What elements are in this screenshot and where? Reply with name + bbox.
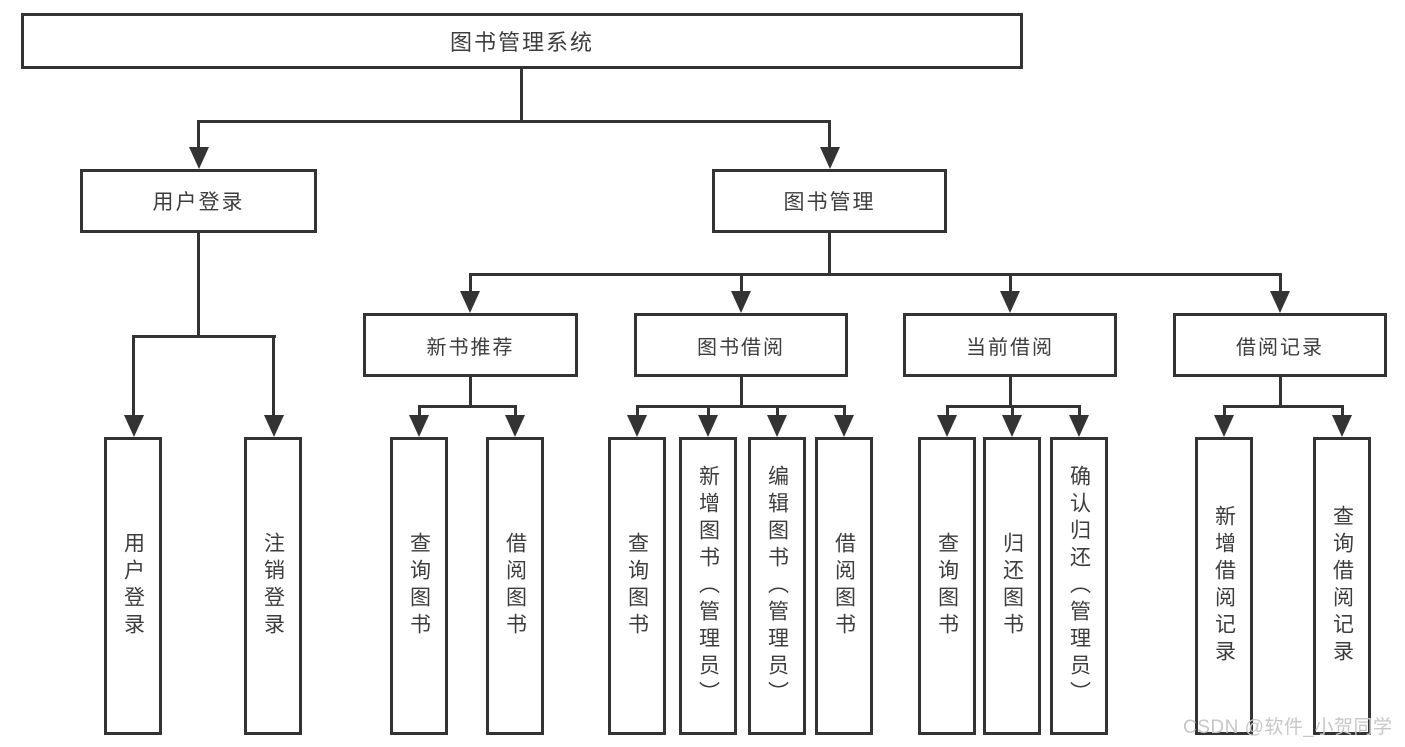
- arrowhead-userlogin: [189, 147, 209, 169]
- leaf-logout-label: 注销登录: [261, 532, 285, 640]
- edge-userlogin-leaf2-line: [272, 335, 275, 421]
- arrowhead-borrowrecord-leaf2: [1332, 415, 1352, 437]
- node-new-book-recommend-label: 新书推荐: [426, 336, 515, 359]
- edge-bookborrow-leaf2-line: [707, 405, 710, 420]
- node-root: 图书管理系统: [21, 13, 1023, 69]
- leaf-borrow-query-books-label: 查询图书: [625, 532, 649, 640]
- edge-root-userlogin-line: [197, 120, 200, 152]
- leaf-user-login-label: 用户登录: [121, 532, 145, 640]
- edge-currentborrow-stub: [1009, 377, 1012, 408]
- edge-bookborrow-bar: [636, 405, 846, 408]
- leaf-add-borrow-record: 新增借阅记录: [1195, 437, 1253, 735]
- node-book-borrow-label: 图书借阅: [697, 336, 785, 359]
- node-user-login-label: 用户登录: [152, 191, 245, 214]
- arrowhead-newbook-leaf2: [505, 415, 525, 437]
- edge-userlogin-stub: [197, 233, 200, 338]
- leaf-borrow-query-books: 查询图书: [608, 437, 666, 735]
- edge-bookborrow-leaf1-line: [636, 405, 639, 420]
- edge-newbook-leaf1-line: [418, 405, 421, 420]
- edge-currentborrow-leaf3-line: [1078, 405, 1081, 420]
- node-user-login: 用户登录: [80, 169, 317, 233]
- leaf-query-borrow-record: 查询借阅记录: [1313, 437, 1371, 735]
- arrowhead-bookmgmt: [820, 147, 840, 169]
- arrowhead-leaf-user-login: [124, 415, 144, 437]
- arrowhead-newbook-leaf1: [409, 415, 429, 437]
- arrowhead-currentborrow-leaf3: [1069, 415, 1089, 437]
- arrowhead-borrowrecord: [1270, 291, 1290, 313]
- leaf-current-query-books: 查询图书: [918, 437, 976, 735]
- arrowhead-newbook: [460, 291, 480, 313]
- edge-currentborrow-leaf1-line: [946, 405, 949, 420]
- arrowhead-bookborrow-leaf2: [698, 415, 718, 437]
- edge-root-bookmgmt-line: [828, 120, 831, 152]
- arrowhead-borrowrecord-leaf1: [1214, 415, 1234, 437]
- arrowhead-bookborrow-leaf1: [627, 415, 647, 437]
- leaf-return-books: 归还图书: [983, 437, 1041, 735]
- edge-userlogin-bar: [132, 335, 276, 338]
- node-borrow-record-label: 借阅记录: [1236, 336, 1324, 359]
- edge-borrowrecord-leaf2-line: [1341, 405, 1344, 420]
- leaf-query-borrow-record-label: 查询借阅记录: [1330, 505, 1354, 667]
- edge-newbook-stub: [469, 377, 472, 408]
- arrowhead-bookborrow-leaf3: [767, 415, 787, 437]
- leaf-edit-books-admin-label: 编辑图书（管理员）: [765, 464, 789, 708]
- leaf-add-books-admin: 新增图书（管理员）: [679, 437, 737, 735]
- node-book-management-label: 图书管理: [783, 191, 876, 214]
- leaf-borrow-borrow-books: 借阅图书: [815, 437, 873, 735]
- edge-root-bar: [197, 120, 831, 123]
- edge-userlogin-leaf1-line: [132, 335, 135, 421]
- edge-borrowrecord-bar: [1223, 405, 1344, 408]
- edge-bookborrow-stub: [740, 377, 743, 408]
- node-book-borrow: 图书借阅: [634, 313, 848, 377]
- edge-l3-newbook-line: [469, 273, 472, 295]
- edge-newbook-leaf2-line: [514, 405, 517, 420]
- edge-borrowrecord-stub: [1279, 377, 1282, 408]
- watermark-csdn: CSDN @软件_小贺同学: [1183, 717, 1393, 738]
- edge-l3-borrowrecord-line: [1279, 273, 1282, 295]
- arrowhead-currentborrow: [1000, 291, 1020, 313]
- edge-bookborrow-leaf3-line: [776, 405, 779, 420]
- arrowhead-leaf-logout: [264, 415, 284, 437]
- leaf-add-books-admin-label: 新增图书（管理员）: [696, 464, 720, 708]
- leaf-confirm-return-admin-label: 确认归还（管理员）: [1067, 464, 1091, 708]
- arrowhead-currentborrow-leaf1: [937, 415, 957, 437]
- leaf-newbook-query-books: 查询图书: [390, 437, 448, 735]
- leaf-return-books-label: 归还图书: [1000, 532, 1024, 640]
- edge-bookborrow-leaf4-line: [843, 405, 846, 420]
- leaf-confirm-return-admin: 确认归还（管理员）: [1050, 437, 1108, 735]
- node-borrow-record: 借阅记录: [1173, 313, 1387, 377]
- leaf-logout: 注销登录: [244, 437, 302, 735]
- leaf-borrow-borrow-books-label: 借阅图书: [832, 532, 856, 640]
- leaf-edit-books-admin: 编辑图书（管理员）: [748, 437, 806, 735]
- edge-bookmgmt-bar: [469, 273, 1282, 276]
- edge-bookmgmt-stub: [828, 233, 831, 276]
- leaf-add-borrow-record-label: 新增借阅记录: [1212, 505, 1236, 667]
- node-book-management: 图书管理: [712, 169, 947, 233]
- leaf-newbook-query-books-label: 查询图书: [407, 532, 431, 640]
- leaf-user-login: 用户登录: [104, 437, 162, 735]
- leaf-newbook-borrow-books: 借阅图书: [486, 437, 544, 735]
- node-current-borrow: 当前借阅: [903, 313, 1117, 377]
- edge-l3-bookborrow-line: [740, 273, 743, 295]
- edge-currentborrow-leaf2-line: [1011, 405, 1014, 420]
- node-current-borrow-label: 当前借阅: [966, 336, 1054, 359]
- edge-borrowrecord-leaf1-line: [1223, 405, 1226, 420]
- edge-l3-currentborrow-line: [1009, 273, 1012, 295]
- arrowhead-currentborrow-leaf2: [1002, 415, 1022, 437]
- leaf-newbook-borrow-books-label: 借阅图书: [503, 532, 527, 640]
- node-root-label: 图书管理系统: [449, 30, 594, 55]
- edge-root-stub: [520, 69, 523, 123]
- arrowhead-bookborrow: [731, 291, 751, 313]
- leaf-current-query-books-label: 查询图书: [935, 532, 959, 640]
- arrowhead-bookborrow-leaf4: [834, 415, 854, 437]
- edge-newbook-bar: [418, 405, 517, 408]
- node-new-book-recommend: 新书推荐: [363, 313, 578, 377]
